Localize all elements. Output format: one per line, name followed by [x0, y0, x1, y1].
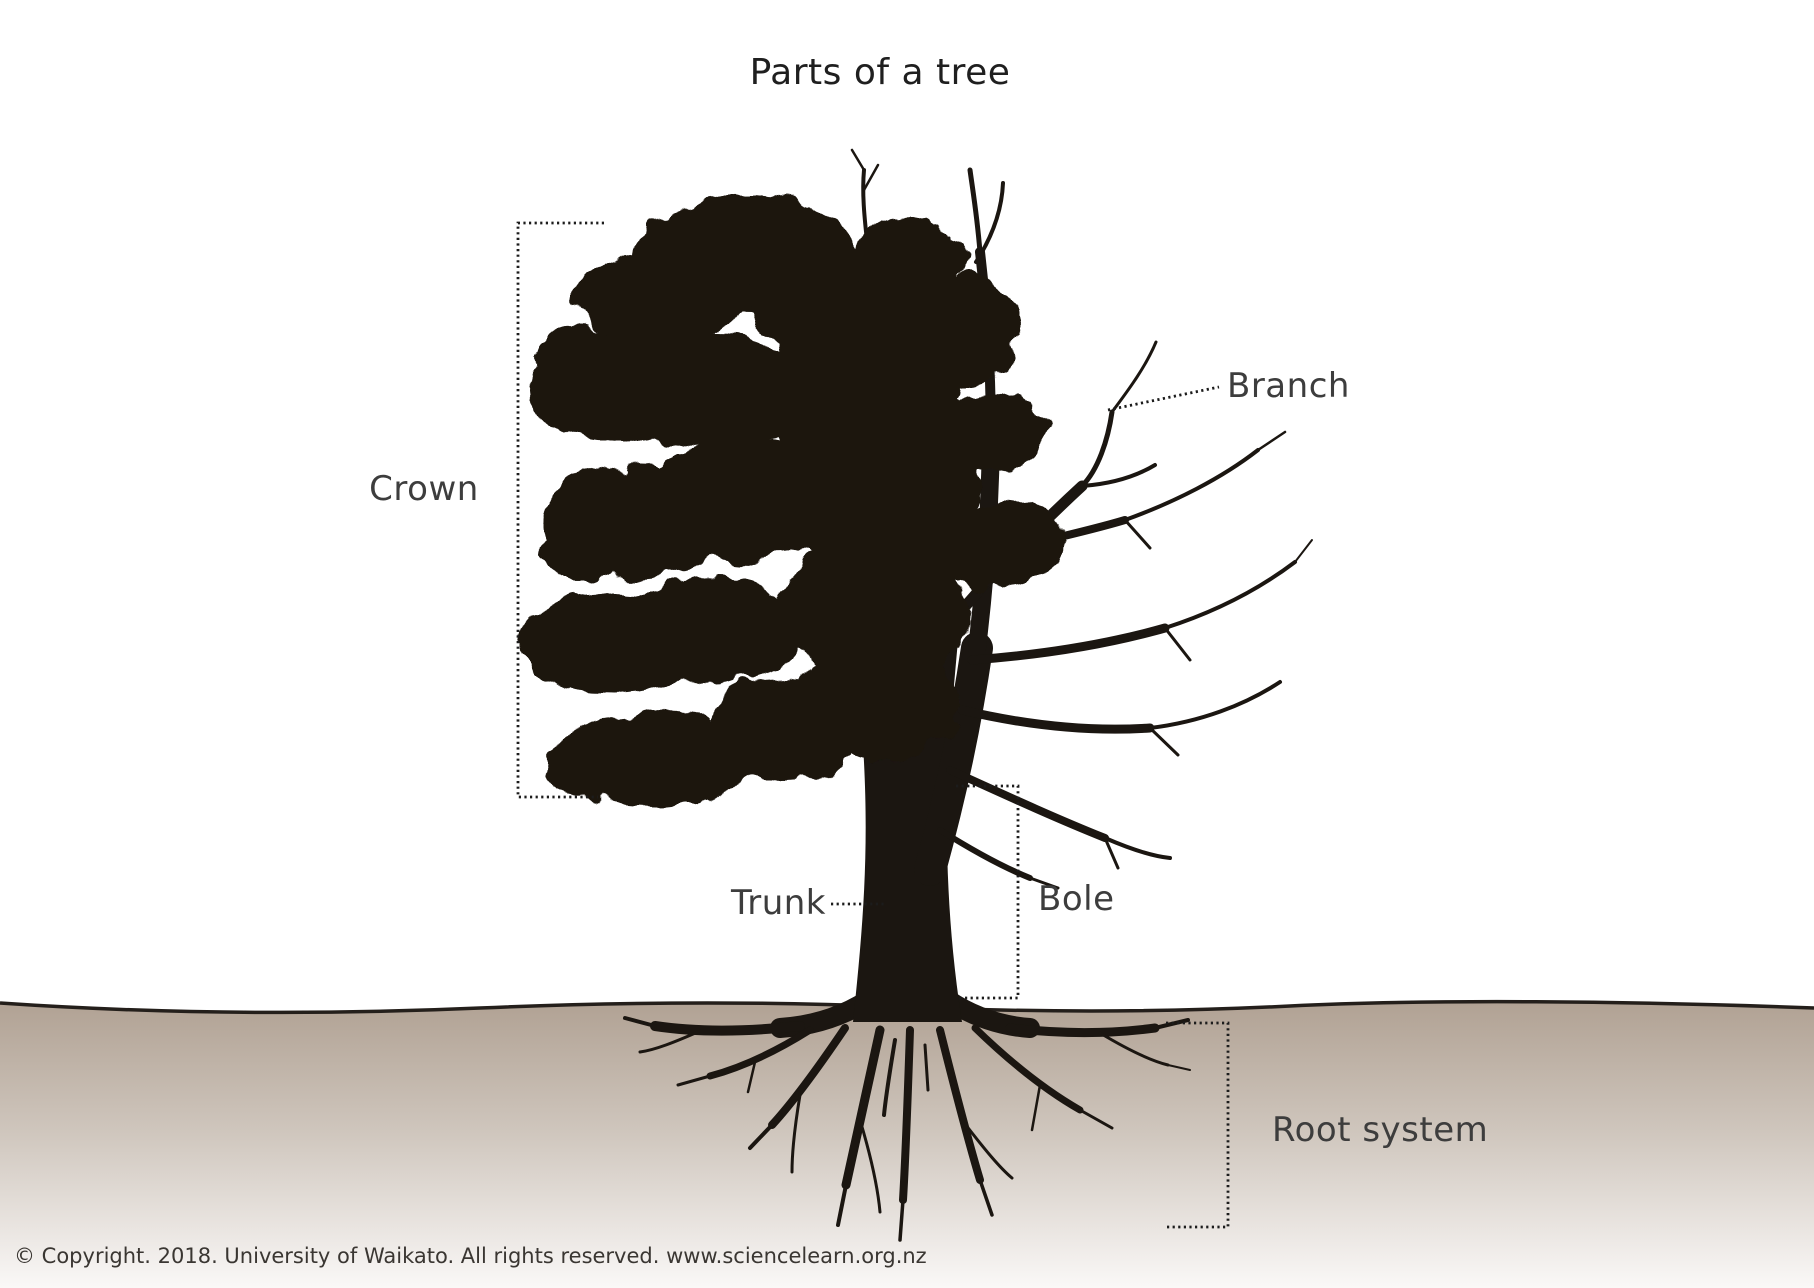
root-system-label: Root system [1272, 1110, 1489, 1150]
crown-bracket [516, 221, 604, 799]
diagram-title: Parts of a tree [749, 52, 1011, 93]
trunk-label: Trunk [730, 883, 826, 923]
roots [623, 990, 1191, 1242]
bole-label: Bole [1038, 879, 1115, 919]
bole-bracket [956, 784, 1020, 1000]
crown-label: Crown [369, 469, 479, 509]
foliage [518, 194, 1064, 808]
branch-leader-line [1107, 385, 1220, 412]
root-system-bracket [1166, 1021, 1230, 1229]
copyright-text: © Copyright. 2018. University of Waikato… [14, 1244, 927, 1268]
branch-label: Branch [1227, 366, 1350, 406]
